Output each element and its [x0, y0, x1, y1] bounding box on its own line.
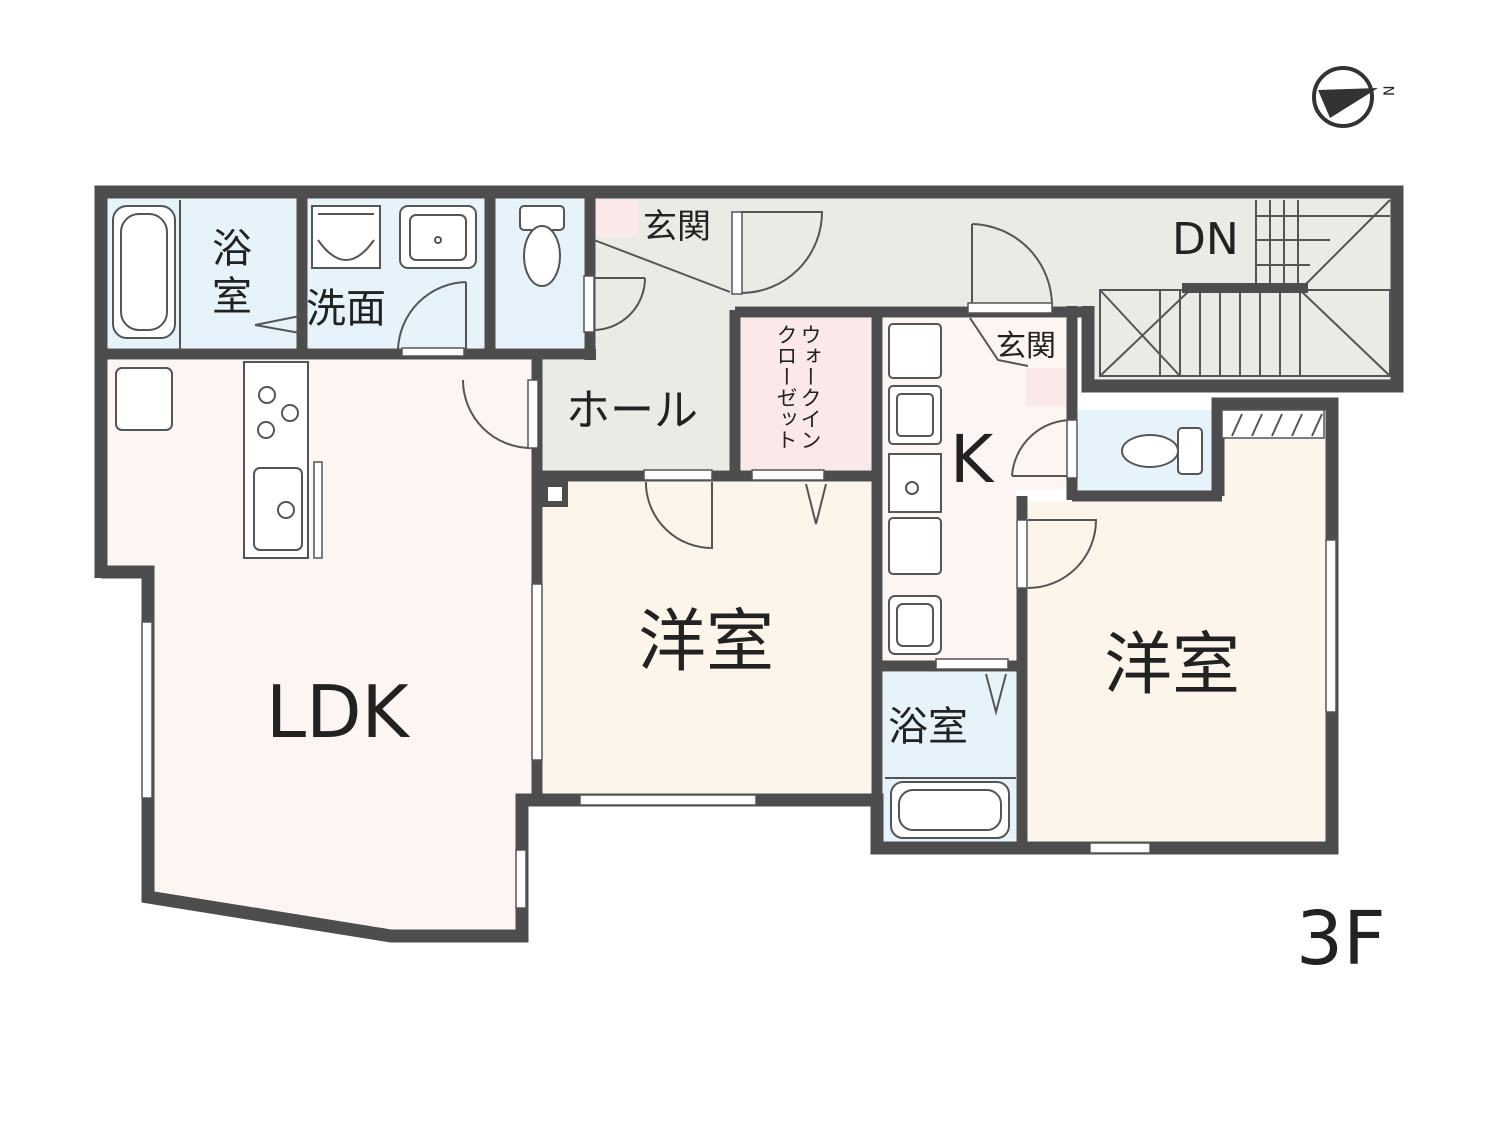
closet-door-frame [751, 469, 825, 481]
washroom-door-icon [397, 281, 467, 351]
toilet-door-frame [583, 275, 595, 333]
washing-machine-icon [311, 205, 381, 269]
label-kitchen: K [950, 421, 995, 498]
entrance-tile-top [594, 200, 638, 237]
western-right-door-icon [1027, 519, 1098, 589]
label-ldk: LDK [266, 670, 411, 754]
western-right-door-frame [1016, 519, 1028, 589]
outer-wall-main [94, 185, 1404, 578]
k-fixture-2 [888, 517, 942, 575]
entrance-tile-k [1026, 368, 1066, 406]
north-label: N [1382, 86, 1398, 96]
western-center-door-frame [643, 469, 713, 481]
window-ldk-left [141, 621, 153, 799]
k-sink-icon [888, 385, 942, 445]
k-fixture-1 [888, 323, 942, 379]
kitchen-counter-icon [243, 361, 323, 559]
label-bath-left-2: 室 [212, 274, 252, 320]
window-western-center [579, 794, 757, 806]
label-western-right: 洋室 [1104, 626, 1240, 705]
floor-label: 3F [1296, 896, 1386, 982]
label-entrance-top: 玄関 [643, 207, 711, 247]
wash-basin-icon [399, 205, 477, 269]
closet-floor [741, 318, 871, 470]
toilet-top-icon [519, 205, 565, 287]
toilet-right-door-icon [1011, 418, 1073, 477]
ldk-floor [107, 360, 537, 936]
western-right-floor [1028, 410, 1327, 842]
outer-wall-ldk [101, 565, 537, 943]
k-stove-icon [888, 453, 942, 513]
bath-small-door-icon [985, 673, 1007, 716]
label-western-center: 洋室 [638, 603, 774, 682]
front-door-frame [731, 211, 743, 295]
bath-door-icon [254, 315, 301, 334]
window-ldk-center [531, 583, 543, 761]
bathtub-small-icon [890, 781, 1010, 839]
fridge-icon [115, 367, 173, 431]
label-hall: ホール [566, 385, 698, 436]
window-western-right [1325, 539, 1337, 713]
toilet-right-door-frame [1066, 419, 1078, 479]
western-center-door-icon [645, 482, 713, 550]
k-basin-icon [888, 595, 942, 655]
pillar [542, 481, 568, 507]
stairs-lower-floor [1094, 288, 1254, 380]
step-line [593, 239, 731, 293]
balcony-rail-icon [1221, 409, 1325, 439]
bathtub-icon [112, 205, 176, 339]
label-bath-left-1: 浴 [212, 226, 252, 272]
label-closet-1: ウォークイン [798, 324, 822, 450]
label-stairs: DN [1172, 214, 1239, 265]
label-closet-2: クローゼット [774, 324, 798, 450]
entrance-k-line [969, 317, 1029, 367]
window-ldk-bottom [515, 849, 527, 909]
washroom-door-frame [401, 347, 465, 357]
closet-door-icon [805, 483, 827, 525]
toilet-right-icon [1121, 427, 1203, 475]
stairs-icon [1099, 199, 1391, 377]
label-bath-small: 浴室 [888, 704, 968, 750]
label-washroom: 洗面 [306, 286, 386, 332]
north-arrow-icon [1312, 66, 1378, 128]
window-western-bottom [1089, 842, 1151, 854]
front-door-icon [740, 211, 824, 294]
bath-small-door-frame [935, 658, 1009, 670]
western-center-floor [542, 482, 871, 794]
door-k-top-frame [967, 302, 1053, 314]
hall-floor [542, 198, 1250, 470]
ldk-door-frame [527, 379, 539, 449]
label-entrance-k: 玄関 [996, 329, 1056, 364]
toilet-door-icon [591, 277, 646, 332]
door-k-top-icon [971, 223, 1053, 307]
